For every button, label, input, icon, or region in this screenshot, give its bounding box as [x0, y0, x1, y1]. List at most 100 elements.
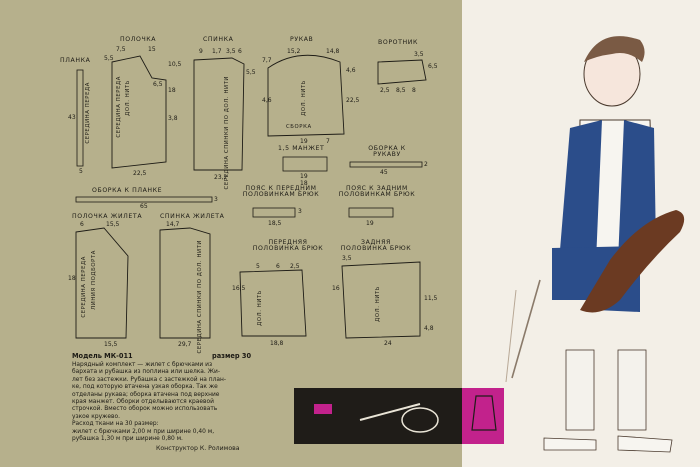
dim-sp-6: 6	[238, 48, 242, 55]
dim-ruk-19: 19	[300, 138, 308, 145]
planka-piece	[76, 69, 84, 167]
dim-pol-18: 18	[168, 87, 176, 94]
label-pered-bryuk: передняя половинка брюк	[252, 239, 324, 253]
dim-br-24: 24	[384, 340, 392, 347]
dim-br-16-5: 16,5	[232, 285, 246, 292]
bryuki-pered-piece	[239, 269, 307, 337]
dim-zh-14-7: 14,7	[166, 221, 180, 228]
dim-ob-pl-3: 3	[214, 196, 218, 203]
violin-bow-icon	[359, 403, 421, 421]
zhilet-spinka-seredina-text: середина спинки по дол. нити	[197, 240, 203, 354]
dim-ob-pl-65: 65	[140, 203, 148, 210]
dim-poyas-3: 3	[298, 208, 302, 215]
dim-zh-29-7: 29,7	[178, 341, 192, 348]
dim-br-16: 16	[332, 285, 340, 292]
dim-pol-5-5: 5,5	[104, 55, 114, 62]
dim-pol-6-5: 6,5	[153, 81, 163, 88]
spinka-seredina-text: середина спинки по дол. нити	[224, 76, 230, 190]
dim-ruk-7: 7	[326, 138, 330, 145]
poyas-pered-piece	[252, 207, 296, 218]
dim-poyas-19: 19	[366, 220, 374, 227]
dim-br-3-5: 3,5	[342, 255, 352, 262]
polochka-piece	[111, 55, 167, 169]
dim-sp-1-7: 1,7	[212, 48, 222, 55]
zhilet-seredina-text: середина переда	[81, 256, 87, 318]
dim-vor-2-5: 2,5	[380, 87, 390, 94]
designer-credit: Конструктор К. Ролимова	[156, 445, 240, 452]
dim-pol-7-5: 7,5	[116, 46, 126, 53]
dim-man-19: 19	[300, 173, 308, 180]
dim-ruk-22-5: 22,5	[346, 97, 360, 104]
dim-ob-ruk-45: 45	[380, 169, 388, 176]
boy-illustration	[505, 36, 685, 453]
desc-line: отделаны рукава; оборка втачена под верх…	[72, 391, 220, 398]
dim-planka-5: 5	[79, 168, 83, 175]
dim-ruk-15-2: 15,2	[287, 48, 301, 55]
dim-ruk-4-6: 4,6	[262, 97, 272, 104]
oborka-rukav-piece	[349, 161, 423, 168]
strip-swatch-left	[314, 404, 332, 414]
label-spinka-zhileta: спинка жилета	[160, 213, 225, 220]
planka-seredina-text: середина переда	[85, 82, 91, 144]
dim-ruk-7-7: 7,7	[262, 57, 272, 64]
dim-vor-8-5: 8,5	[396, 87, 406, 94]
rukav-piece	[267, 54, 345, 137]
rukav-dol-nit-text: дол. нить	[301, 80, 307, 116]
desc-line: жилет с брючками 2,00 м при ширине 0,40 …	[72, 428, 215, 435]
dim-pol-10-5: 10,5	[168, 61, 182, 68]
dim-pol-15: 15	[148, 46, 156, 53]
dim-zh-15-5: 15,5	[106, 221, 120, 228]
desc-line: строчкой. Вместо оборок можно использова…	[72, 406, 218, 413]
strip-swatch-right	[462, 388, 504, 444]
dim-vor-3-5: 3,5	[414, 51, 424, 58]
dim-vor-8: 8	[412, 87, 416, 94]
dim-ob-ruk-2: 2	[424, 161, 428, 168]
label-oborka-planka: оборка к планке	[92, 187, 163, 194]
model-name: Модель МК-011	[72, 352, 133, 360]
mini-vest-icon	[471, 395, 497, 431]
dim-zh-15-5b: 15,5	[104, 341, 118, 348]
label-polochka: полочка	[120, 36, 157, 43]
label-vorotnik: воротник	[378, 39, 418, 46]
label-zad-bryuk: задняя половинка брюк	[340, 239, 412, 253]
zhilet-podbort-text: линия подборта	[91, 250, 97, 310]
spinka-piece	[193, 57, 245, 171]
poyas-zad-piece	[348, 207, 394, 218]
dim-sp-5-5: 5,5	[246, 69, 256, 76]
dim-poyas-18-5: 18,5	[268, 220, 282, 227]
oborka-planka-piece	[75, 196, 213, 203]
violin-outline-icon	[401, 407, 439, 433]
manzhet-piece	[282, 156, 328, 172]
dim-br-2-5: 2,5	[290, 263, 300, 270]
label-poyas-zad: пояс к задним половинкам брюк	[338, 185, 416, 199]
dim-ruk-4-6b: 4,6	[346, 67, 356, 74]
dim-pol-22-5: 22,5	[133, 170, 147, 177]
desc-line: узкое кружево.	[72, 413, 120, 420]
label-poyas-pered: пояс к передним половинкам брюк	[242, 185, 320, 199]
dim-br-11-5: 11,5	[424, 295, 438, 302]
label-planka: планка	[60, 57, 91, 64]
zhilet-polochka-piece	[75, 227, 129, 339]
dim-sp-3-5: 3,5	[226, 48, 236, 55]
dim-man-18: 18	[300, 180, 308, 187]
dim-zh-18: 18	[68, 275, 76, 282]
desc-line: края манжет. Оборки отделываются краевой	[72, 399, 214, 406]
dim-br-4-8: 4,8	[424, 325, 434, 332]
dim-planka-43: 43	[68, 114, 76, 121]
dim-br-18-8: 18,8	[270, 340, 284, 347]
polochka-seredina-text: середина переда	[116, 76, 122, 138]
dim-vor-6-5: 6,5	[428, 63, 438, 70]
label-oborka-rukav: оборка к рукаву	[368, 145, 406, 159]
desc-line: лет без застежки. Рубашка с застежкой на…	[72, 376, 226, 383]
zhilet-spinka-piece	[159, 227, 211, 339]
dim-br-5: 5	[256, 263, 260, 270]
label-polochka-zhileta: полочка жилета	[72, 213, 143, 220]
desc-line: ке, под которую втачена узкая оборка. Та…	[72, 384, 218, 391]
desc-line: рубашка 1,30 м при ширине 0,80 м.	[72, 436, 183, 443]
label-spinka: спинка	[203, 36, 234, 43]
label-manzhet: 1,5 манжет	[278, 145, 325, 152]
dim-sp-9: 9	[199, 48, 203, 55]
desc-line: Расход ткани на 30 размер:	[72, 421, 159, 428]
